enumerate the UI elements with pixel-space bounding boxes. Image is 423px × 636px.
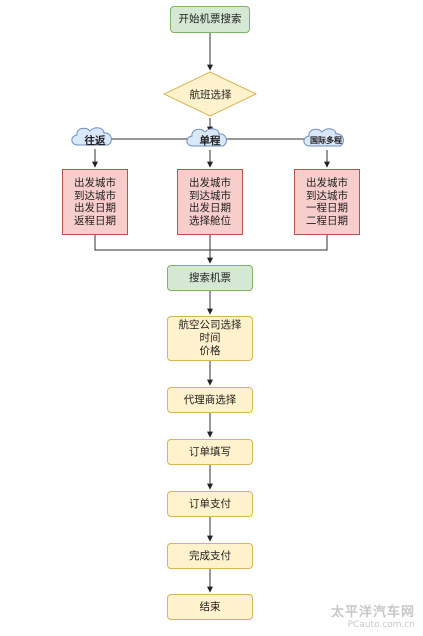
order-fill-node: 订单填写: [167, 439, 253, 465]
end-label: 结束: [199, 600, 221, 613]
order-fill-label: 订单填写: [189, 445, 231, 458]
price-line: 价格: [199, 345, 221, 357]
form-field: 到达城市: [189, 189, 231, 202]
time-line: 时间: [199, 332, 221, 344]
cloud-multi: [303, 128, 344, 147]
branch-label-oneway: 单程: [199, 135, 221, 147]
search-node: 搜索机票: [167, 265, 253, 291]
form-field: 二程日期: [306, 214, 348, 227]
start-label: 开始机票搜索: [178, 13, 242, 25]
decision-diamond: [162, 71, 258, 117]
agent-select-node: 代理商选择: [167, 387, 253, 413]
form-field: 出发日期: [74, 202, 116, 214]
agent-label: 代理商选择: [183, 393, 237, 406]
order-pay-label: 订单支付: [189, 497, 231, 510]
cloud-roundtrip: [71, 127, 112, 146]
watermark: 太平洋汽车网 PCauto.com.cn: [331, 601, 415, 630]
cloud-oneway: [186, 128, 227, 147]
roundtrip-form: 出发城市 到达城市 出发日期 返程日期: [62, 169, 128, 235]
form-field: 到达城市: [74, 189, 116, 202]
pay-done-label: 完成支付: [189, 549, 231, 562]
multi-form: 出发城市 到达城市 一程日期 二程日期: [294, 169, 360, 235]
airline-select-node: 航空公司选择 时间 价格: [167, 316, 253, 361]
start-node: 开始机票搜索: [170, 6, 250, 33]
form-field: 返程日期: [74, 214, 116, 227]
form-field: 出发日期: [189, 202, 231, 214]
oneway-form: 出发城市 到达城市 出发日期 选择舱位: [177, 169, 243, 235]
pay-done-node: 完成支付: [167, 543, 253, 569]
search-label: 搜索机票: [189, 271, 231, 284]
form-field: 出发城市: [306, 177, 348, 189]
end-node: 结束: [167, 594, 253, 620]
branch-label-roundtrip: 往返: [84, 135, 106, 147]
order-pay-node: 订单支付: [167, 491, 253, 517]
form-field: 一程日期: [306, 202, 348, 214]
branch-label-multi: 国际多程: [310, 136, 342, 145]
airline-line: 航空公司选择: [178, 319, 242, 331]
merge-line: [94, 235, 328, 251]
form-field: 出发城市: [189, 177, 231, 189]
form-field: 选择舱位: [189, 214, 231, 227]
watermark-url: PCauto.com.cn: [347, 620, 415, 630]
form-field: 出发城市: [74, 177, 116, 189]
watermark-title: 太平洋汽车网: [330, 605, 415, 620]
decision-label: 航班选择: [189, 88, 232, 101]
form-field: 到达城市: [306, 189, 348, 202]
